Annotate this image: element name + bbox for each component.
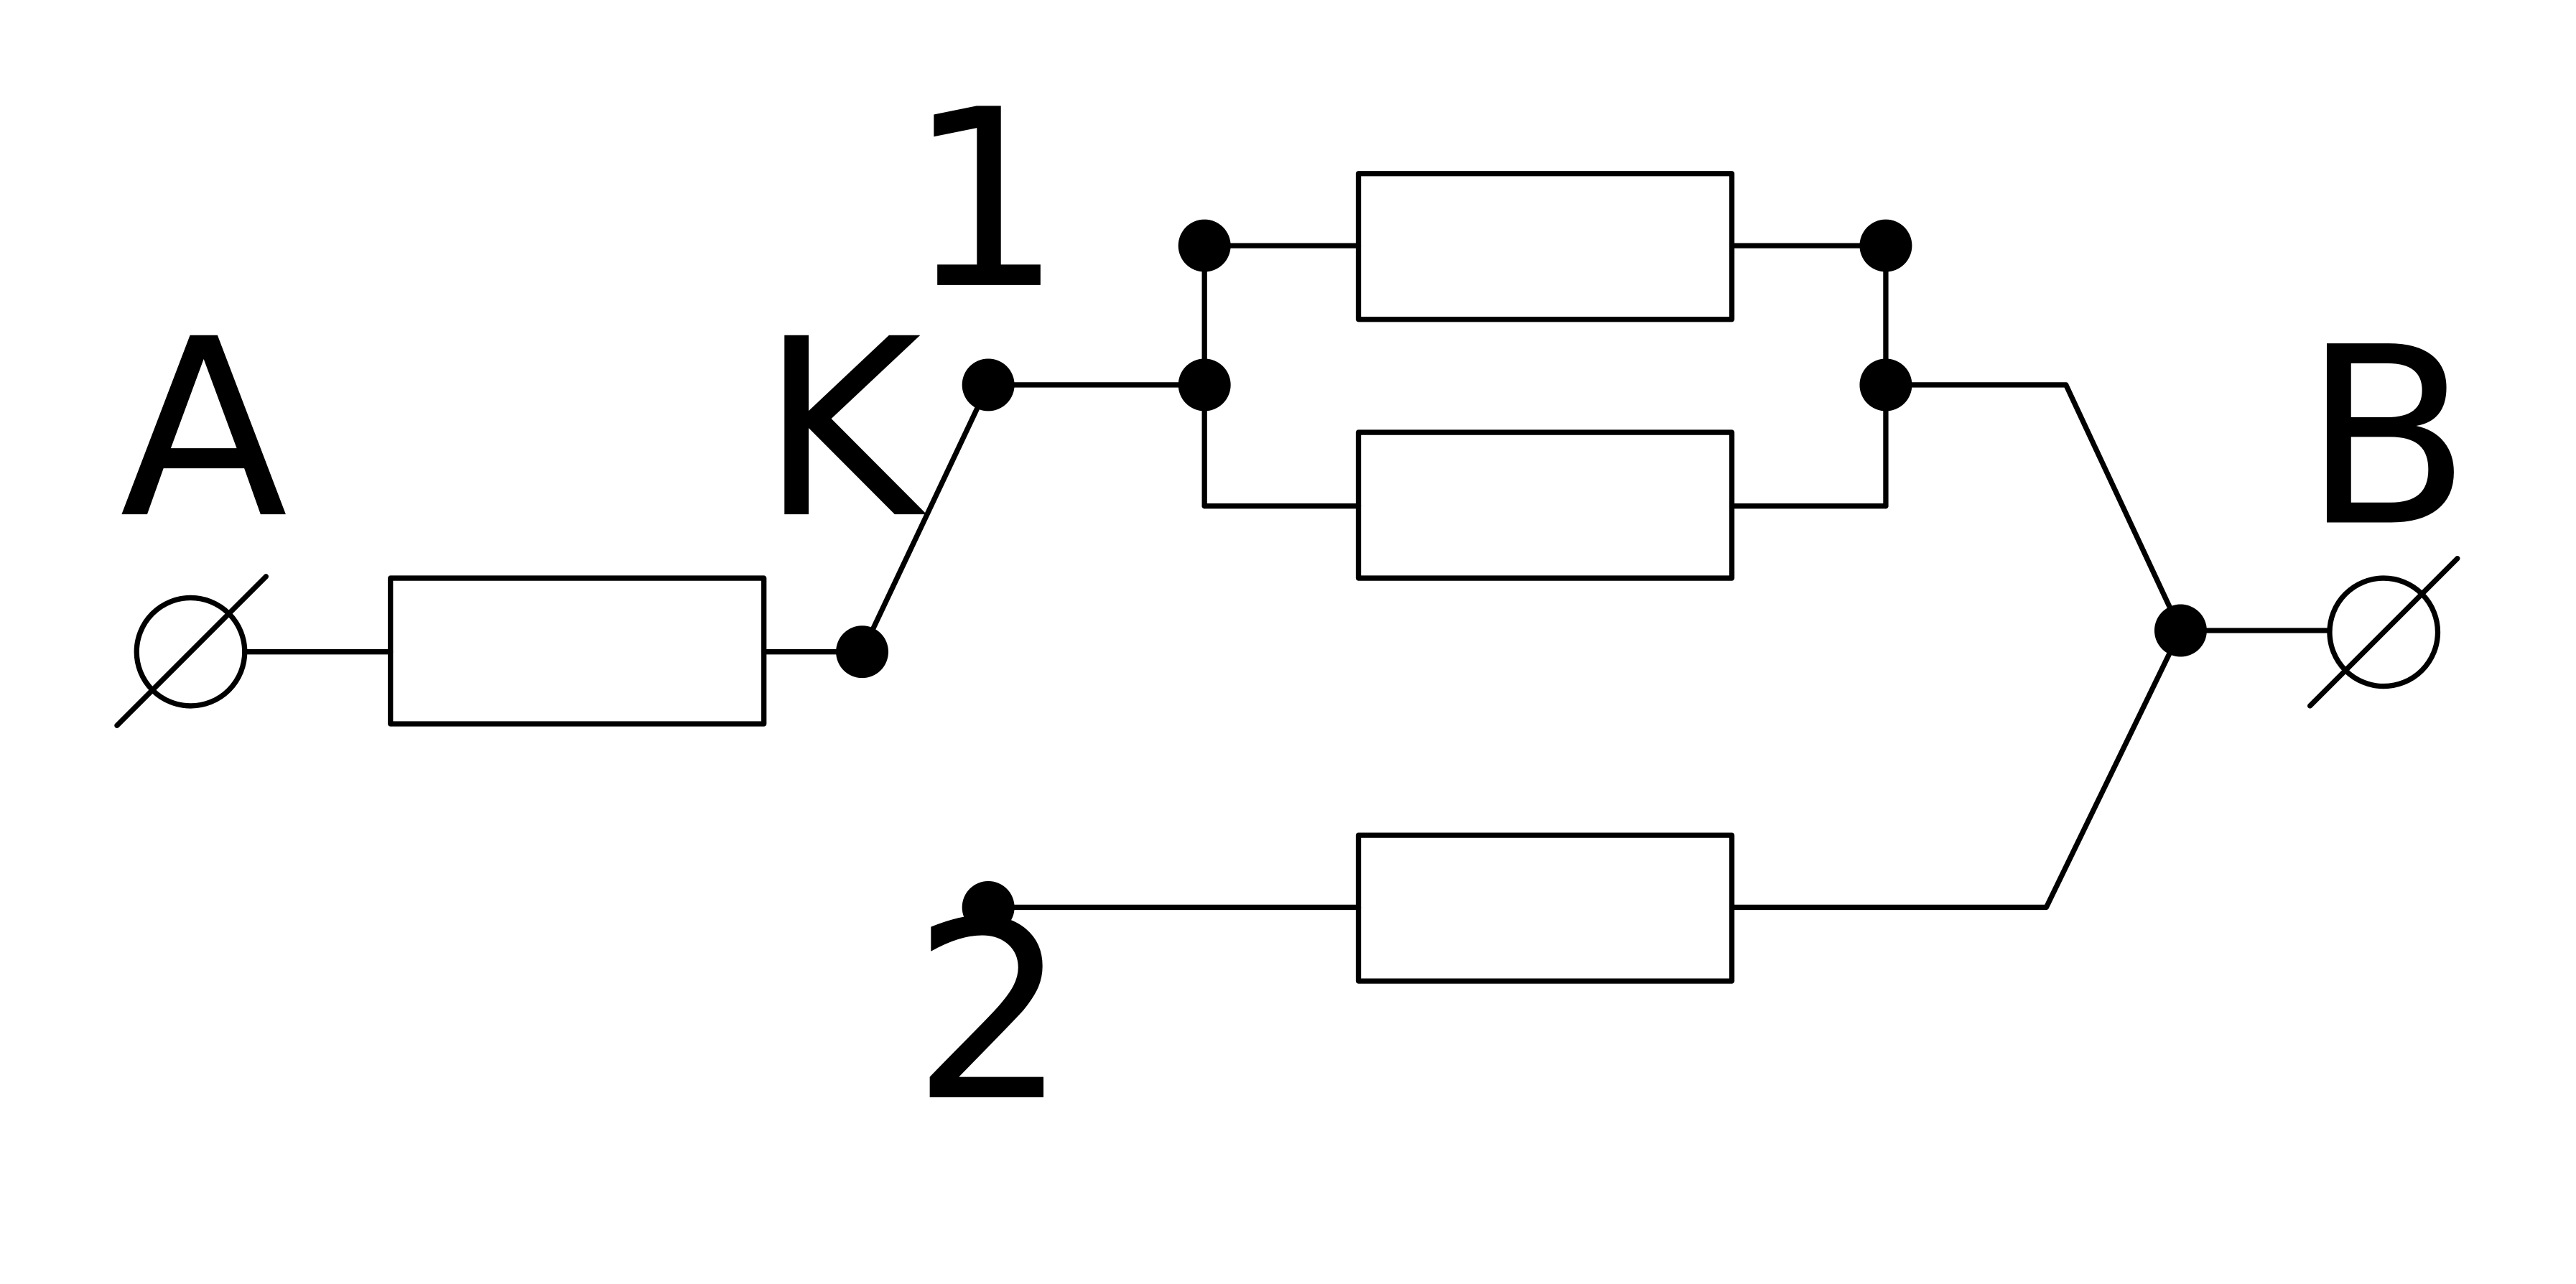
wire-parallel-to-b: [1883, 382, 2184, 633]
node-right-top-dot: [1859, 219, 1912, 272]
contact-2-dot: [962, 880, 1015, 934]
node-left-top-dot: [1178, 219, 1231, 272]
resistor-r2: [1355, 171, 1735, 322]
label-2: 2: [912, 869, 1069, 1155]
wire-r4-to-b: [1729, 628, 2184, 911]
label-1: 1: [907, 57, 1064, 343]
label-a: A: [120, 286, 289, 572]
label-k: K: [761, 286, 929, 572]
switch-blade: [859, 382, 991, 655]
node-left-mid-dot: [1178, 358, 1231, 411]
node-b-junction-dot: [2154, 604, 2207, 657]
contact-1-dot: [962, 358, 1015, 411]
terminal-b-icon: [2307, 556, 2460, 709]
resistor-r3: [1355, 429, 1735, 581]
label-b: B: [2302, 294, 2471, 581]
node-right-mid-dot: [1859, 358, 1912, 411]
resistor-r4: [1355, 832, 1735, 984]
switch-pivot-dot: [836, 625, 889, 679]
resistor-r1: [388, 575, 767, 727]
